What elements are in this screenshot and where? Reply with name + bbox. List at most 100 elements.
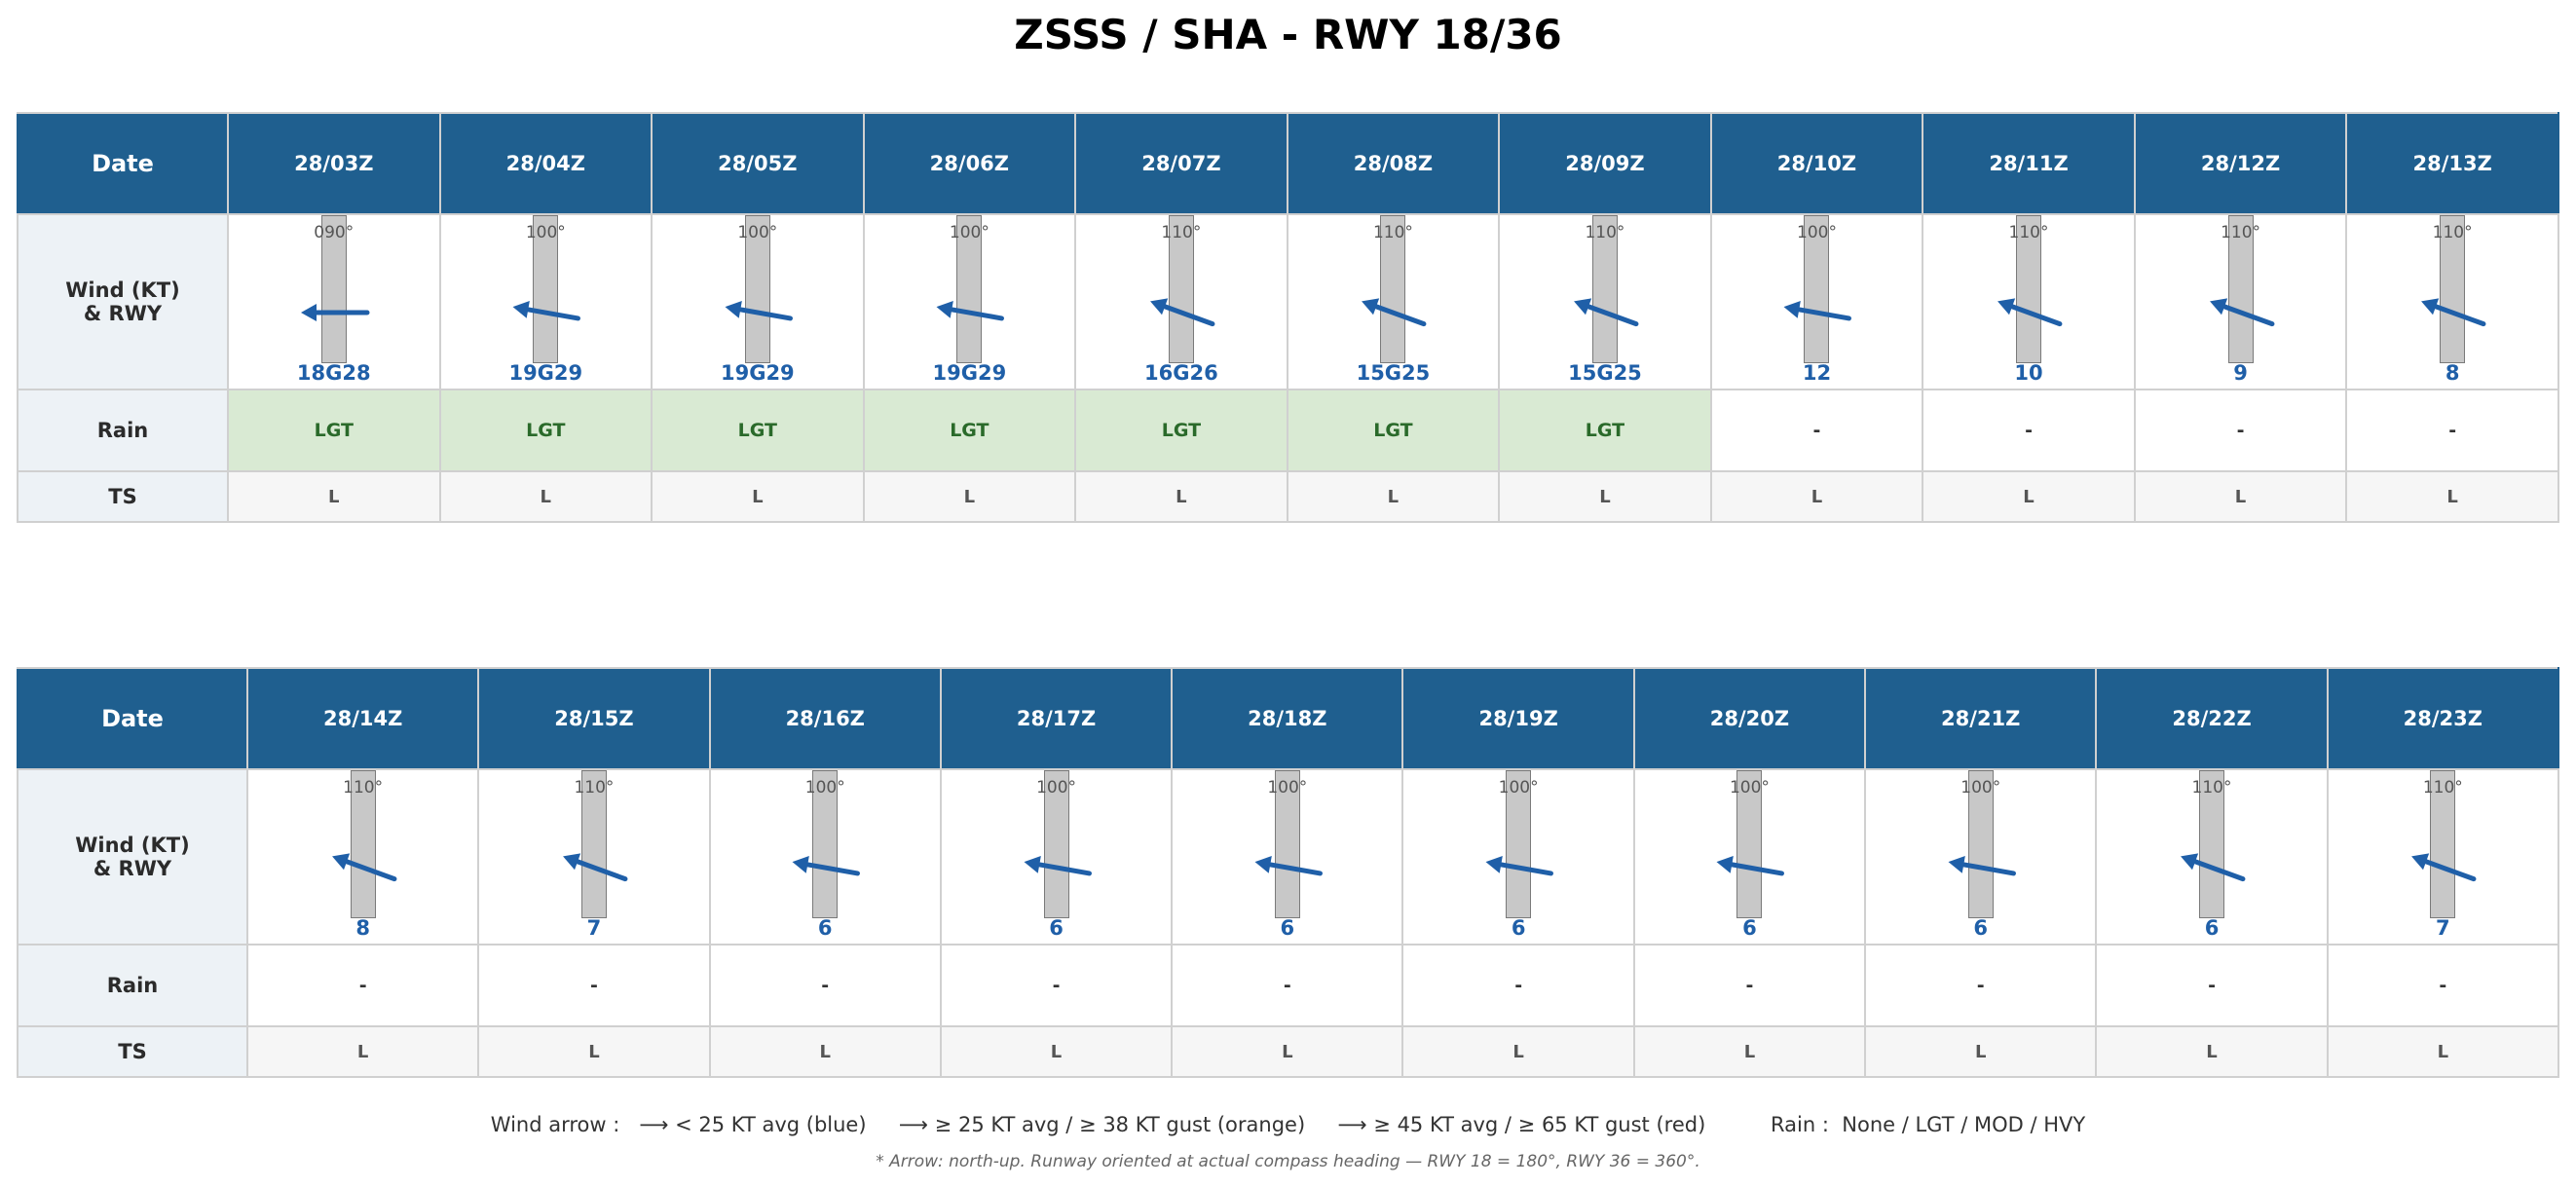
wind-speed: 8 [355,916,370,940]
ts-cell: L [2133,470,2348,523]
wind-cell: 100°6 [1401,768,1635,946]
wind-arrow-shaft [1034,862,1092,876]
date-header: 28/16Z [708,667,942,770]
ts-cell: L [1401,1025,1635,1078]
date-header: 28/20Z [1632,667,1867,770]
rain-cell: - [939,944,1174,1027]
date-header: 28/17Z [939,667,1174,770]
wind-arrow-shaft [803,862,861,876]
wind-arrow-icon [1784,301,1852,321]
wind-arrow-shaft [948,307,1005,321]
wind-arrow-icon [331,853,397,882]
wind-arrow-head [1149,298,1169,315]
wind-arrow-shaft [1265,862,1323,876]
ts-cell: L [245,1025,480,1078]
wind-direction: 110° [2221,223,2261,242]
rain-cell: - [1864,944,2098,1027]
ts-cell: L [939,1025,1174,1078]
ts-cell: L [477,1025,711,1078]
wind-arrow-icon [1024,856,1092,876]
wind-arrow-icon [1149,298,1215,327]
date-header: 28/22Z [2095,667,2329,770]
rain-cell: - [477,944,711,1027]
runway-bar [1043,771,1069,918]
wind-cell: 100°19G29 [651,213,865,390]
runway-bar [1168,216,1194,363]
wind-arrow-icon [1948,856,2016,876]
wind-arrow-head [1784,301,1802,318]
wind-label-line2: & RWY [83,302,163,325]
rain-cell: - [2345,389,2559,472]
wind-arrow-head [1254,856,1272,873]
wind-arrow-shaft [1959,862,2016,876]
runway-bar [580,771,607,918]
wind-label-line1: Wind (KT) [75,834,190,857]
wind-cell: 100°12 [1709,213,1924,390]
ts-cell: L [1632,1025,1867,1078]
rain-cell: LGT [227,389,441,472]
wind-cell: 100°6 [1171,768,1404,946]
wind-speed: 6 [1973,916,1989,940]
wind-cell: 100°6 [1864,768,2098,946]
rain-cell: - [245,944,480,1027]
wind-arrow-shaft [735,307,793,321]
wind-speed: 12 [1802,361,1832,385]
wind-arrow-head [512,301,531,318]
rain-cell: - [2095,944,2329,1027]
wind-arrow-icon [1362,298,1427,327]
ts-cell: L [862,470,1077,523]
date-header: 28/19Z [1401,667,1635,770]
wind-label-line1: Wind (KT) [65,278,180,302]
wind-cell: 100°6 [708,768,942,946]
runway-bar [1736,771,1763,918]
wind-arrow-head [331,853,350,871]
wind-arrow-icon [300,304,370,321]
wind-cell: 090°18G28 [227,213,441,390]
date-header: 28/18Z [1171,667,1404,770]
date-header: 28/09Z [1498,112,1712,215]
wind-arrow-head [1362,298,1380,315]
rain-cell: - [1171,944,1404,1027]
ts-row-label: TS [17,470,229,523]
date-header: 28/21Z [1864,667,2098,770]
wind-arrow-icon [2181,853,2246,882]
wind-direction: 100° [1729,778,1770,798]
wind-speed: 19G29 [508,361,583,385]
wind-arrow-head [725,301,742,318]
runway-bar [1274,771,1300,918]
date-header: 28/05Z [651,112,865,215]
wind-cell: 110°9 [2133,213,2348,390]
wind-direction: 110° [1585,223,1625,242]
wind-speed: 19G29 [932,361,1007,385]
rain-cell: - [1632,944,1867,1027]
rain-cell: LGT [862,389,1077,472]
rain-cell: LGT [651,389,865,472]
rain-cell: LGT [1074,389,1288,472]
rain-cell: - [2133,389,2348,472]
date-header: 28/03Z [227,112,441,215]
wind-cell: 100°19G29 [438,213,653,390]
rain-cell: LGT [1286,389,1501,472]
date-header: 28/07Z [1074,112,1288,215]
wind-direction: 100° [1498,778,1539,798]
wind-speed: 15G25 [1568,361,1642,385]
wind-direction: 110° [1372,223,1413,242]
ts-cell: L [1171,1025,1404,1078]
runway-bar [1380,216,1406,363]
runway-bar [1967,771,1994,918]
wind-cell: 110°15G25 [1286,213,1501,390]
wind-arrow-shaft [524,307,581,321]
runway-bar [2016,216,2042,363]
wind-arrow-head [1716,856,1735,873]
date-header: 28/23Z [2326,667,2560,770]
wind-arrow-shaft [573,858,628,882]
wind-speed: 6 [1742,916,1757,940]
wind-direction: 110° [2008,223,2049,242]
rain-cell: - [1401,944,1635,1027]
wind-arrow-shaft [1372,303,1427,327]
date-header: 28/11Z [1922,112,2136,215]
wind-speed: 10 [2014,361,2043,385]
wind-arrow-head [1948,856,1965,873]
wind-arrow-shaft [1728,862,1785,876]
